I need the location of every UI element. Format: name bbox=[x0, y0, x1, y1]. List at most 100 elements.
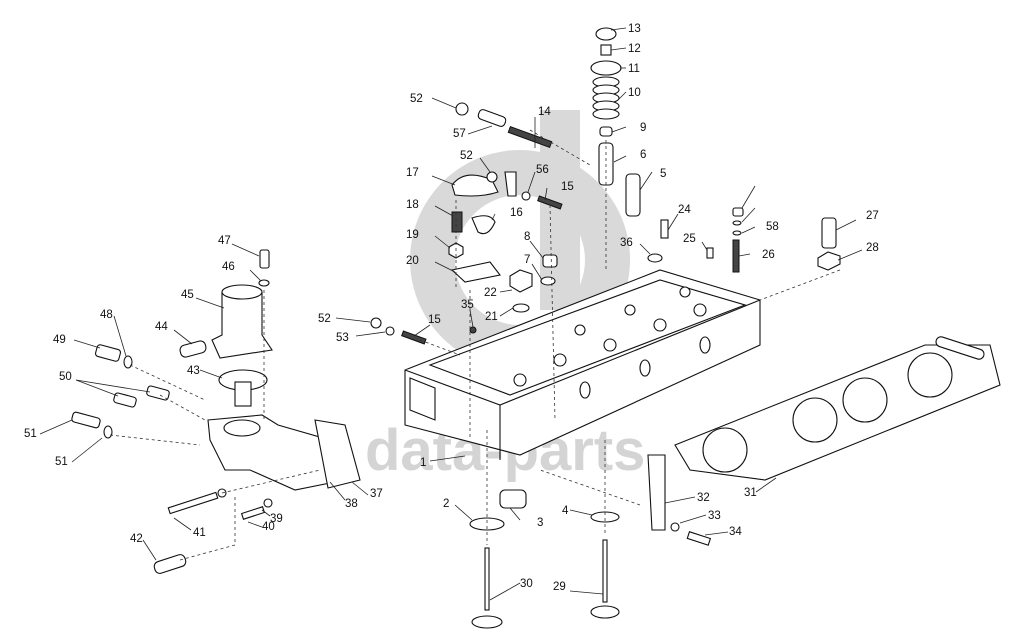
callout-34[interactable]: 35 bbox=[461, 299, 474, 311]
callout-50[interactable]: 51 bbox=[24, 428, 37, 440]
callout-32[interactable]: 33 bbox=[708, 510, 721, 522]
callout-23[interactable]: 24 bbox=[678, 204, 691, 216]
callout-52b[interactable]: 52 bbox=[460, 150, 473, 162]
callout-37[interactable]: 38 bbox=[345, 498, 358, 510]
pin-24[interactable] bbox=[706, 247, 714, 259]
stud-15b[interactable] bbox=[401, 330, 427, 345]
gasket-36[interactable] bbox=[314, 419, 361, 489]
nut-27[interactable] bbox=[817, 251, 841, 271]
plate-20[interactable] bbox=[450, 261, 501, 283]
callout-52c[interactable]: 52 bbox=[318, 313, 331, 325]
callout-42[interactable]: 43 bbox=[187, 365, 200, 377]
callout-52a[interactable]: 52 bbox=[410, 93, 423, 105]
washer-53[interactable] bbox=[385, 326, 395, 336]
nut-52c[interactable] bbox=[370, 317, 382, 329]
callout-36[interactable]: 37 bbox=[370, 488, 383, 500]
washer-57[interactable] bbox=[732, 220, 742, 226]
fitting-41[interactable] bbox=[153, 553, 187, 574]
valve-spring[interactable] bbox=[592, 76, 620, 120]
plug-34[interactable] bbox=[469, 326, 477, 334]
callout-44[interactable]: 45 bbox=[181, 289, 194, 301]
rocker-arm-17[interactable] bbox=[451, 174, 499, 197]
callout-22[interactable]: 22 bbox=[484, 287, 497, 299]
callout-20[interactable]: 20 bbox=[406, 255, 419, 267]
callout-41[interactable]: 42 bbox=[130, 533, 143, 545]
stud-14[interactable] bbox=[507, 126, 553, 148]
clip-16[interactable] bbox=[471, 215, 496, 235]
head-gasket[interactable] bbox=[674, 336, 1001, 481]
callout-55[interactable]: 57 bbox=[453, 128, 466, 140]
callout-35[interactable]: 36 bbox=[620, 237, 633, 249]
callout-5[interactable]: 5 bbox=[660, 168, 666, 180]
thermostat-cover-44[interactable] bbox=[211, 284, 273, 359]
nut-52b[interactable] bbox=[486, 171, 498, 183]
fitting-50[interactable] bbox=[71, 411, 101, 429]
rocker-pin-52[interactable] bbox=[455, 102, 469, 116]
bolt-46[interactable] bbox=[259, 249, 270, 269]
washer-45[interactable] bbox=[258, 279, 270, 287]
valve-stem-seal[interactable] bbox=[599, 126, 613, 137]
callout-47[interactable]: 48 bbox=[100, 309, 113, 321]
callout-53[interactable]: 53 bbox=[336, 332, 349, 344]
callout-24[interactable]: 25 bbox=[683, 233, 696, 245]
plug-3[interactable] bbox=[499, 489, 527, 509]
callout-15b[interactable]: 15 bbox=[428, 314, 441, 326]
plug-8[interactable] bbox=[542, 254, 558, 268]
washer-47[interactable] bbox=[123, 355, 133, 369]
spacer-55[interactable] bbox=[477, 109, 507, 128]
bolt-39[interactable] bbox=[240, 506, 266, 520]
bolt-33[interactable] bbox=[686, 531, 712, 546]
callout-26[interactable]: 27 bbox=[866, 210, 879, 222]
valve-29[interactable] bbox=[471, 547, 503, 629]
washer-35[interactable] bbox=[647, 253, 663, 263]
callout-38[interactable]: 39 bbox=[270, 513, 283, 525]
callout-1[interactable]: 1 bbox=[420, 457, 426, 469]
callout-48[interactable]: 49 bbox=[53, 334, 66, 346]
callout-10[interactable]: 10 bbox=[628, 87, 641, 99]
washer-51[interactable] bbox=[103, 425, 113, 439]
callout-27[interactable]: 28 bbox=[866, 242, 879, 254]
valve-cotter[interactable] bbox=[600, 44, 612, 56]
callout-19[interactable]: 19 bbox=[406, 229, 419, 241]
callout-49[interactable]: 50 bbox=[59, 371, 72, 383]
sensor-49b[interactable] bbox=[146, 385, 170, 401]
callout-12[interactable]: 12 bbox=[628, 43, 641, 55]
callout-15a[interactable]: 15 bbox=[561, 181, 574, 193]
callout-56[interactable]: 58 bbox=[766, 221, 779, 233]
plug-22[interactable] bbox=[509, 269, 533, 293]
seal-7[interactable] bbox=[540, 276, 556, 286]
lifting-eye-31[interactable] bbox=[647, 454, 666, 531]
washer-32[interactable] bbox=[670, 522, 680, 532]
callout-40[interactable]: 41 bbox=[193, 527, 206, 539]
callout-18[interactable]: 18 bbox=[406, 199, 419, 211]
washer-38[interactable] bbox=[263, 498, 273, 508]
thermostat-housing[interactable] bbox=[207, 414, 346, 491]
callout-8[interactable]: 8 bbox=[524, 231, 530, 243]
stud-15a[interactable] bbox=[537, 195, 563, 210]
callout-30[interactable]: 31 bbox=[744, 487, 757, 499]
pipe-43[interactable] bbox=[179, 340, 207, 358]
callout-3[interactable]: 3 bbox=[537, 517, 543, 529]
bolt-40[interactable] bbox=[167, 491, 219, 515]
callout-33[interactable]: 34 bbox=[729, 526, 742, 538]
valve-guide-5[interactable] bbox=[625, 173, 641, 217]
callout-46[interactable]: 47 bbox=[218, 235, 231, 247]
washer-21[interactable] bbox=[512, 303, 530, 313]
callout-25[interactable]: 26 bbox=[762, 249, 775, 261]
callout-43[interactable]: 44 bbox=[155, 321, 168, 333]
valve-keeper[interactable] bbox=[595, 27, 617, 41]
callout-21[interactable]: 21 bbox=[485, 311, 498, 323]
dowel-23[interactable] bbox=[660, 219, 669, 239]
bracket-clip[interactable] bbox=[504, 171, 517, 197]
valve-seat-2[interactable] bbox=[469, 517, 505, 531]
spring-retainer[interactable] bbox=[590, 60, 622, 76]
callout-14[interactable]: 14 bbox=[538, 106, 551, 118]
adjuster-screw-18[interactable] bbox=[451, 211, 463, 233]
callout-31[interactable]: 32 bbox=[697, 492, 710, 504]
callout-28[interactable]: 29 bbox=[553, 581, 566, 593]
callout-4[interactable]: 4 bbox=[562, 505, 569, 517]
callout-6[interactable]: 6 bbox=[640, 149, 646, 161]
callout-11[interactable]: 11 bbox=[628, 63, 640, 75]
valve-28[interactable] bbox=[590, 539, 620, 619]
callout-54[interactable]: 56 bbox=[536, 164, 549, 176]
